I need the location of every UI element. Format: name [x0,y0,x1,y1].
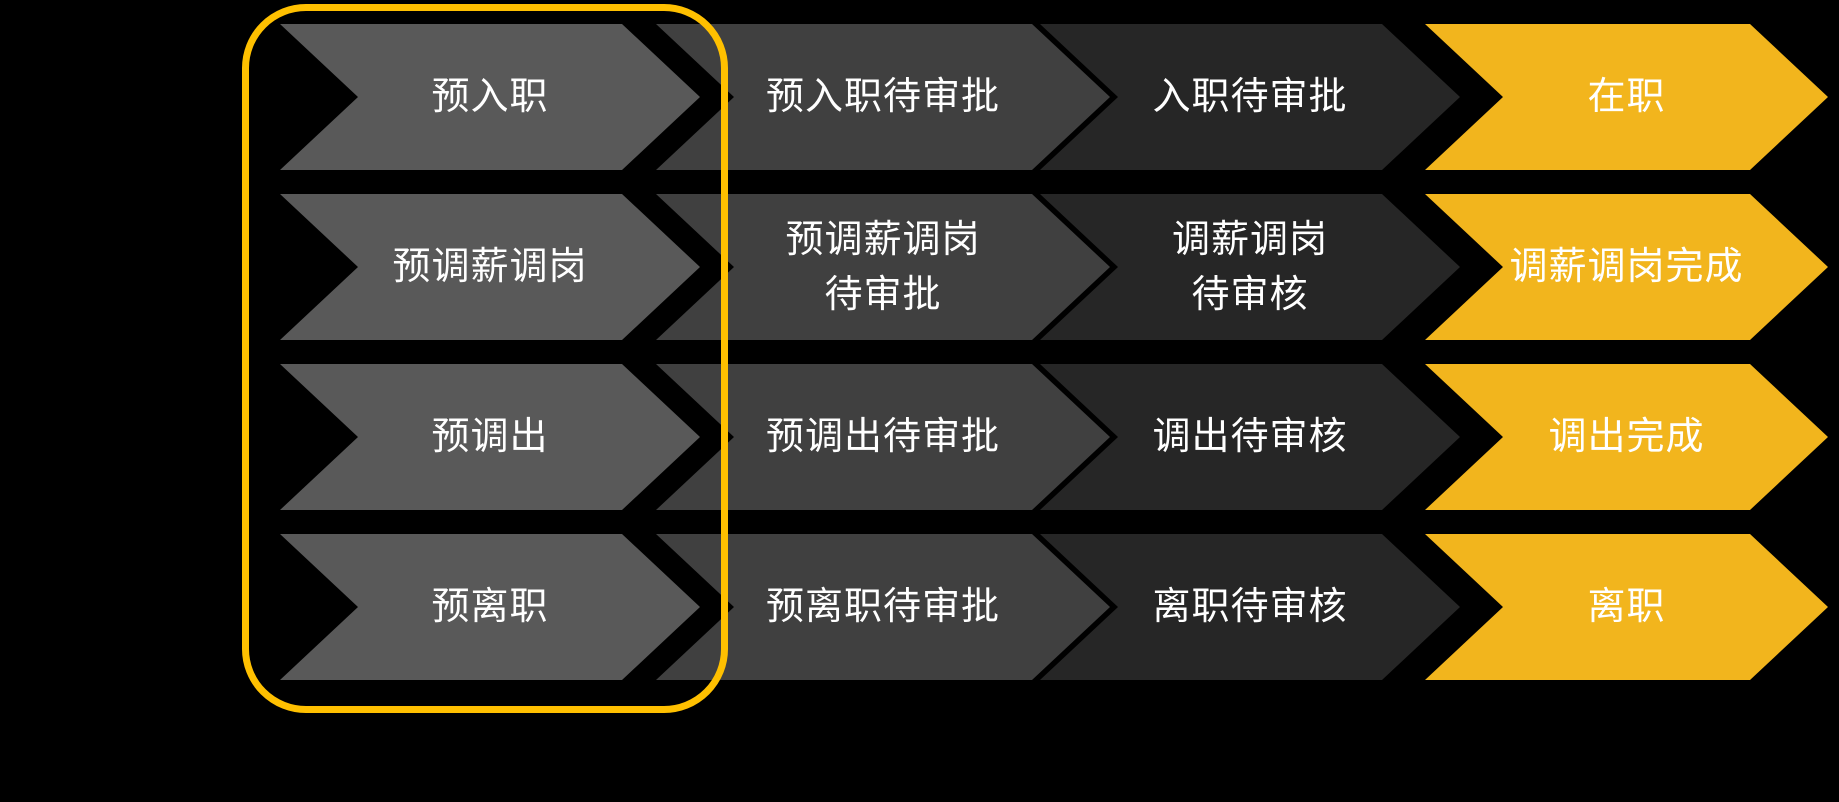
chevron-pre-transfer-out-pending-approval: 预调出待审批 [656,364,1110,510]
chevron-label: 预调薪调岗 [392,244,588,289]
chevron-pre-onboarding-pending-approval: 预入职待审批 [656,24,1110,170]
chevron-label: 入职待审批 [1152,74,1348,119]
chevron-label: 调出待审核 [1152,414,1348,459]
chevron-transfer-out-complete: 调出完成 [1425,364,1828,510]
chevron-label: 离职 [1587,584,1666,629]
chevron-pre-transfer-out: 预调出 [280,364,700,510]
chevron-resigned: 离职 [1425,534,1828,680]
chevron-pre-resignation: 预离职 [280,534,700,680]
chevron-pre-adjustment-pending-approval: 预调薪调岗 待审批 [656,194,1110,340]
chevron-label: 预调出 [431,414,549,459]
chevron-label: 预调出待审批 [765,414,1000,459]
chevron-label: 预入职待审批 [765,74,1000,119]
chevron-label: 预入职 [431,74,549,119]
chevron-adjustment-complete: 调薪调岗完成 [1425,194,1828,340]
chevron-label: 预离职待审批 [765,584,1000,629]
chevron-pre-onboarding: 预入职 [280,24,700,170]
chevron-label: 离职待审核 [1152,584,1348,629]
chevron-label: 预离职 [431,584,549,629]
chevron-label: 预调薪调岗 待审批 [785,216,981,316]
chevron-pre-resignation-pending-approval: 预离职待审批 [656,534,1110,680]
chevron-label: 调薪调岗完成 [1509,244,1744,289]
chevron-label: 调出完成 [1548,414,1705,459]
chevron-pre-adjustment: 预调薪调岗 [280,194,700,340]
chevron-adjustment-pending-review: 调薪调岗 待审核 [1040,194,1460,340]
chevron-label: 调薪调岗 待审核 [1171,216,1328,316]
chevron-label: 在职 [1587,74,1666,119]
chevron-active-employee: 在职 [1425,24,1828,170]
